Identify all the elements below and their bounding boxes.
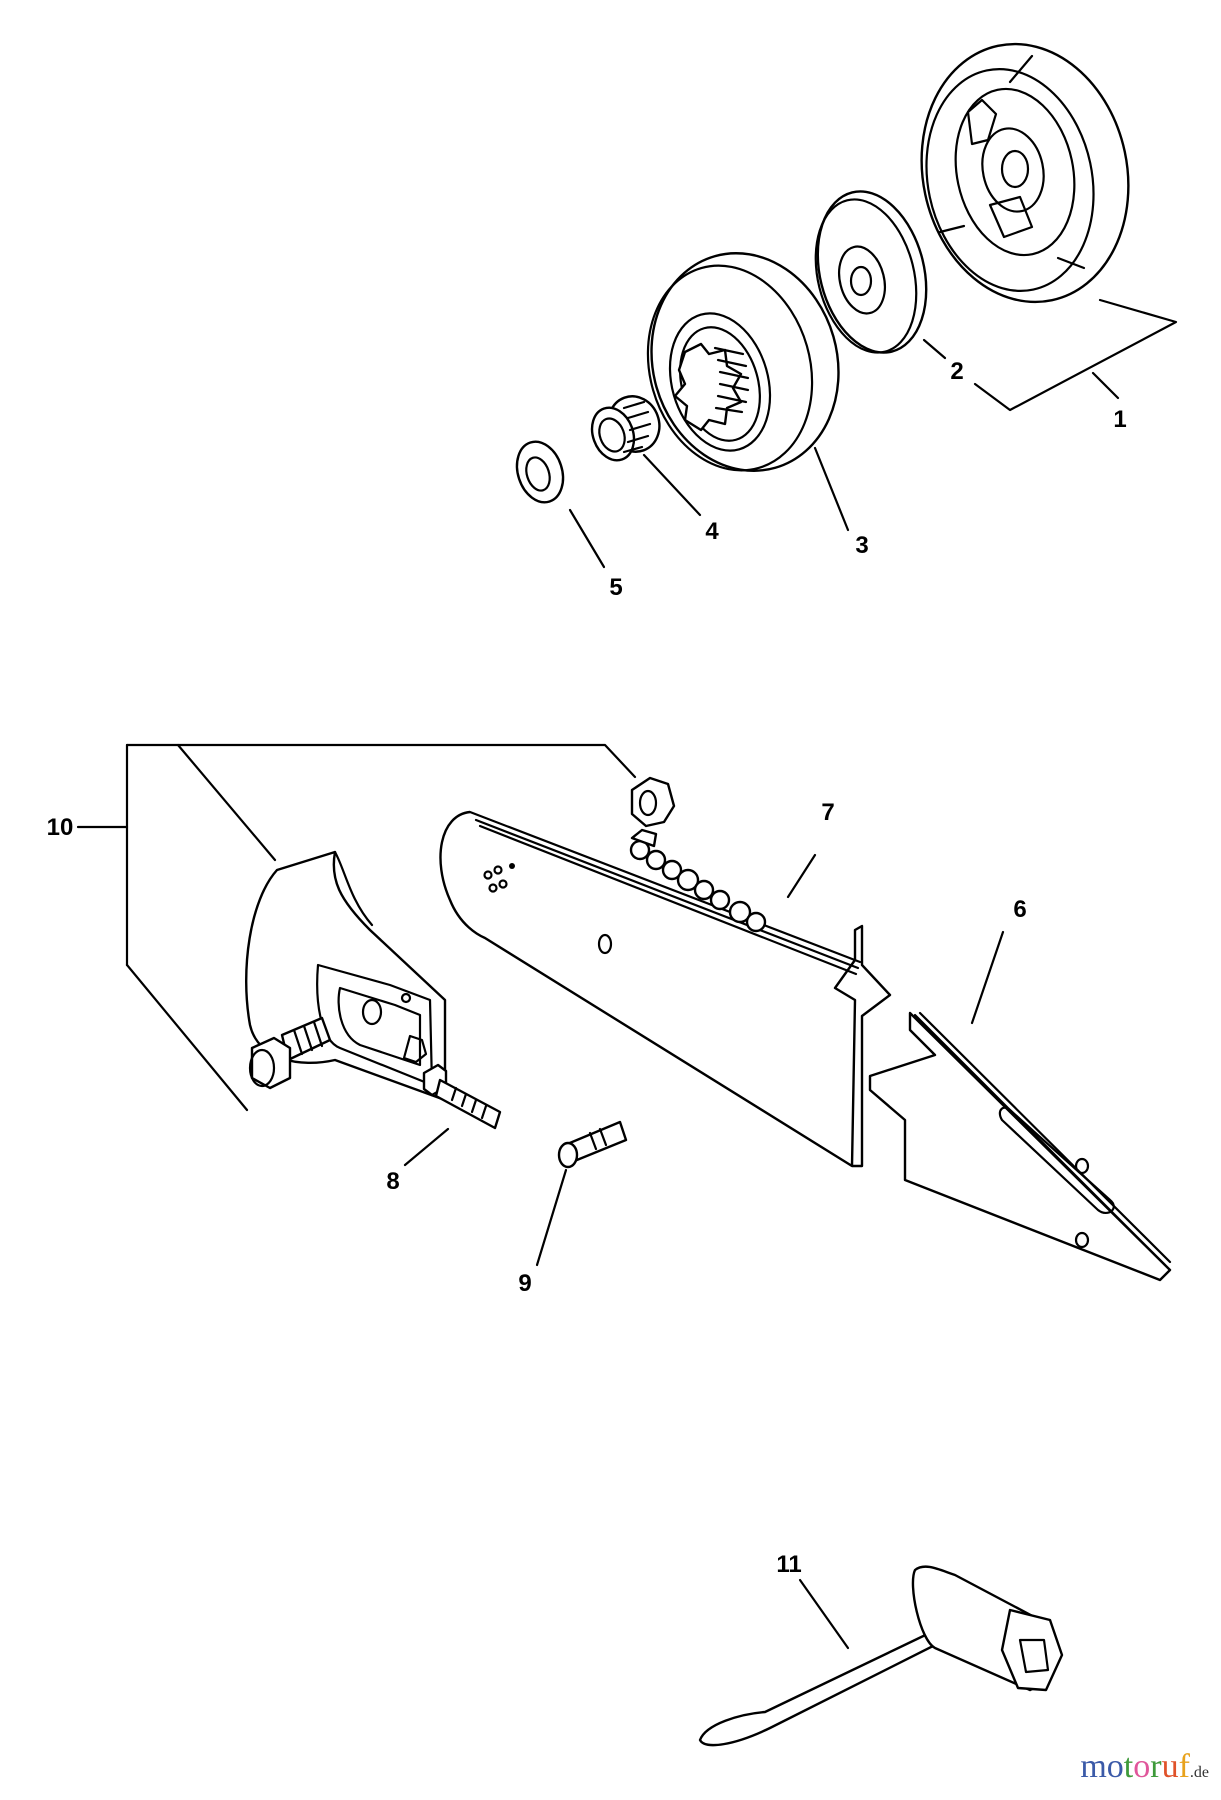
logo-letter: o xyxy=(1106,1748,1124,1785)
needle-bearing-part-4 xyxy=(590,395,702,517)
logo-letter: m xyxy=(1080,1748,1107,1785)
saw-chain xyxy=(629,828,767,933)
callout-3: 3 xyxy=(855,532,869,559)
bar-nut xyxy=(630,776,676,828)
logo-tld: .de xyxy=(1189,1764,1209,1781)
logo-letter: o xyxy=(1133,1748,1151,1785)
callout-8: 8 xyxy=(386,1168,400,1195)
logo-letter: r xyxy=(1150,1748,1162,1785)
washer-part-5 xyxy=(515,440,606,569)
adjuster-pin-part-9 xyxy=(535,1120,628,1267)
callout-7: 7 xyxy=(821,799,835,826)
bar-stud-part-8 xyxy=(403,1063,502,1167)
clutch-drum-part-3 xyxy=(646,252,850,532)
logo-letter: u xyxy=(1161,1748,1179,1785)
cover-bolt xyxy=(248,1016,332,1090)
callout-4: 4 xyxy=(705,518,719,545)
motoruf-watermark-logo: motoruf.de xyxy=(1080,1748,1209,1786)
callout-10: 10 xyxy=(46,814,74,841)
callout-5: 5 xyxy=(609,574,623,601)
clutch-plate-part-2 xyxy=(814,190,947,360)
callout-6: 6 xyxy=(1013,896,1027,923)
guide-bar-part-7 xyxy=(439,810,892,1168)
callout-1: 1 xyxy=(1113,406,1127,433)
callout-2: 2 xyxy=(950,358,964,385)
callout-9: 9 xyxy=(518,1270,532,1297)
cover-assembly-bracket-part-10 xyxy=(76,743,637,1112)
combination-wrench-part-11 xyxy=(698,1565,1064,1747)
callout-11: 11 xyxy=(776,1551,802,1578)
logo-letter: f xyxy=(1178,1748,1190,1785)
guide-bar-rear-part-6 xyxy=(868,930,1172,1282)
clutch-assembly-part-1 xyxy=(920,42,1178,412)
logo-letter: t xyxy=(1123,1748,1134,1785)
